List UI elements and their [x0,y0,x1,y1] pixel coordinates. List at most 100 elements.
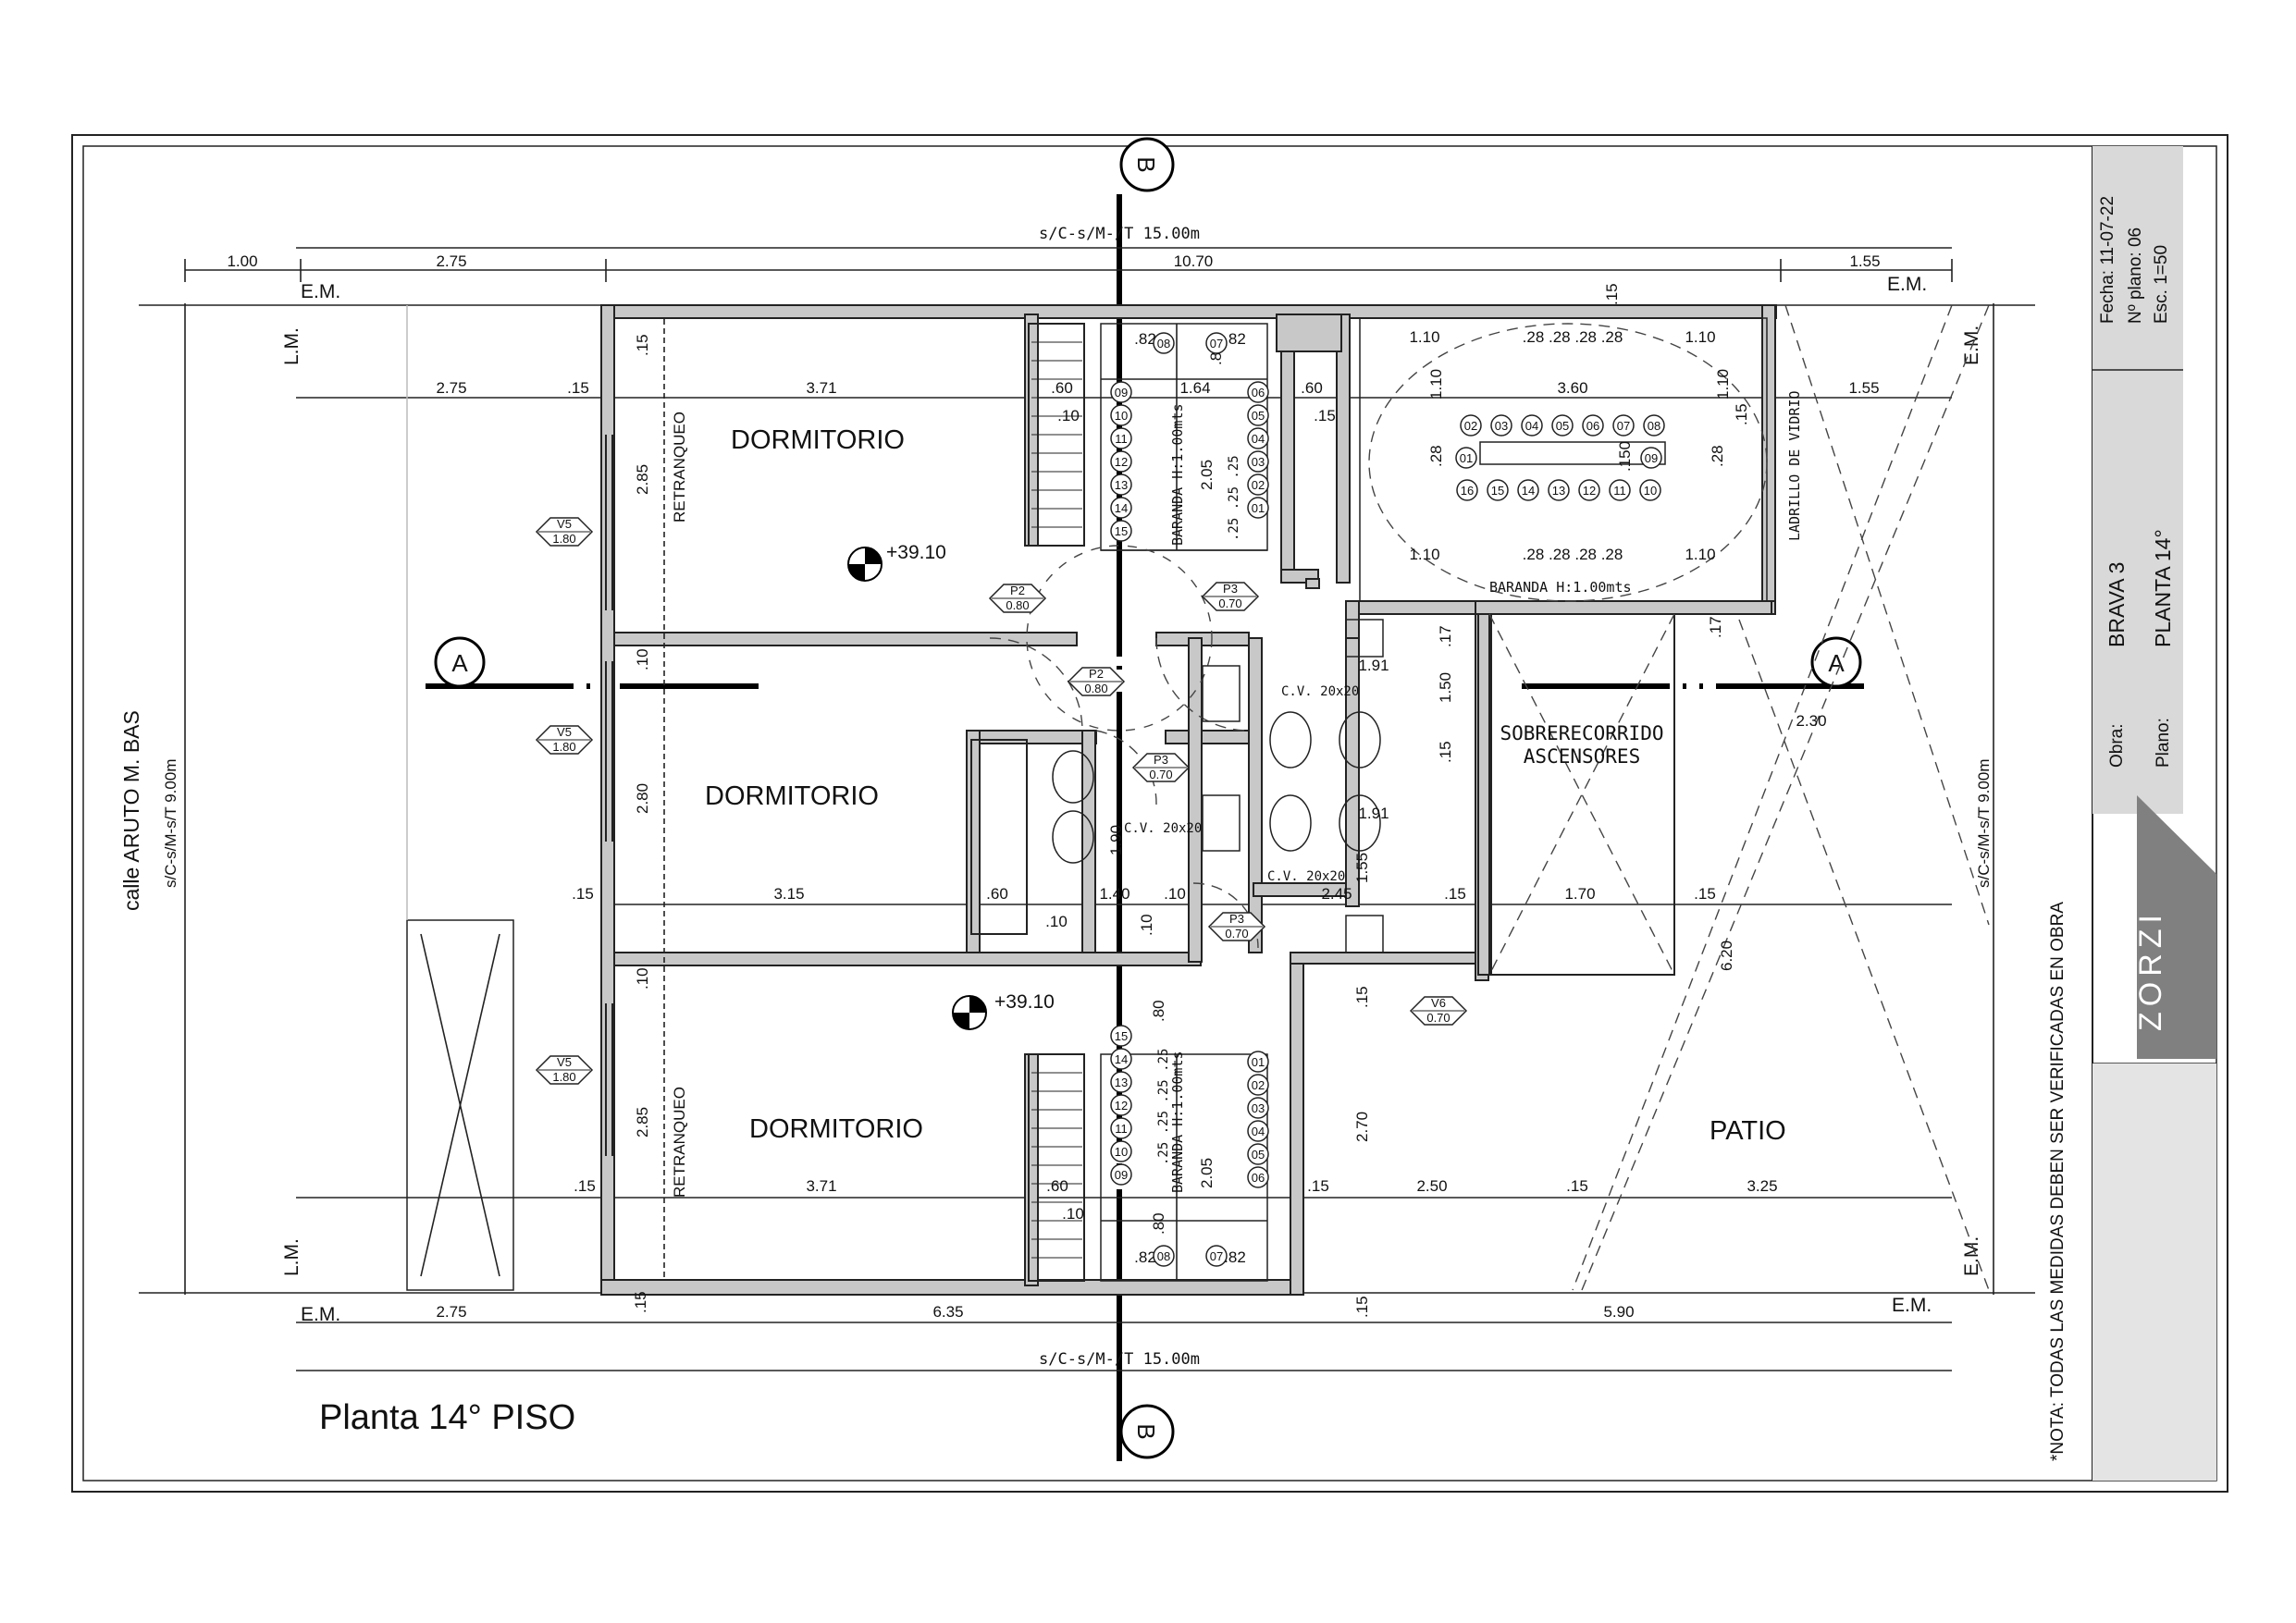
dim-mid-010: .10 [1164,885,1186,903]
patio-dashed-cross [1572,304,1990,1291]
step-upper-top: 07 [1205,332,1228,354]
em-bottom-right: E.M. [1892,1295,1932,1316]
step-ne-bottom: 10 [1639,479,1661,501]
step-upper-left: 11 [1110,427,1132,449]
tag-v5-b-bot: 1.80 [552,740,575,754]
dim-v-010b: .10 [634,967,651,990]
tag-p3-a: P3 0.70 [1201,582,1260,611]
step-upper-right: 02 [1247,473,1269,496]
tag-v5-a-top: V5 [557,517,572,531]
svg-text:02: 02 [1252,478,1265,492]
dim-row-015: .15 [567,379,589,397]
svg-text:04: 04 [1525,419,1538,433]
svg-text:10: 10 [1115,1145,1128,1159]
dim-st-082a: .82 [1134,330,1156,348]
dim-bath-150: 1.50 [1437,672,1454,703]
dim-bot-635: 6.35 [932,1303,963,1321]
svg-text:03: 03 [1252,1101,1265,1115]
dim-mid-010c: .10 [1138,914,1155,936]
svg-text:09: 09 [1115,1168,1128,1182]
dim-v-285a: 2.85 [634,464,651,495]
axis-b-marker-top: B [1119,137,1175,192]
dim-ne-110c: 1.10 [1409,546,1439,563]
facade-windows [605,319,665,1281]
svg-text:07: 07 [1210,1249,1223,1263]
dim-st-205a: 2.05 [1198,460,1216,490]
elevator-shaft [1488,613,1675,976]
dim-ne-150: .150 [1616,441,1634,472]
cv-label-3: C.V. 20x20 [1267,869,1345,884]
dim-mid-245: 2.45 [1321,885,1352,903]
dim-bot-015: .15 [632,1291,649,1313]
tag-p2-a-bot: 0.80 [1006,598,1029,612]
dim-bath-191: 1.91 [1358,657,1389,674]
step-lower-left: 09 [1110,1163,1132,1186]
room-dormitorio-1: DORMITORIO [731,425,905,455]
step-lower-left: 12 [1110,1094,1132,1116]
step-lower-right: 05 [1247,1143,1269,1165]
titleblock-escala: Esc. 1=50 [2152,245,2171,324]
tag-p2-b-bot: 0.80 [1084,682,1107,695]
dim-mid-010b: .10 [1045,913,1068,930]
dim-ne-028: .28 .28 .28 .28 [1523,328,1623,346]
svg-text:13: 13 [1115,478,1128,492]
svg-text:01: 01 [1252,1055,1265,1069]
dim-r1-015: .15 [1314,407,1336,424]
axis-a-label-left: A [451,649,468,677]
dim-low-010: .10 [1062,1205,1084,1223]
svg-text:04: 04 [1252,432,1265,446]
step-upper-left: 13 [1110,473,1132,496]
step-upper-right: 05 [1247,404,1269,426]
tag-p2-b: P2 0.80 [1067,667,1126,696]
tag-v5-b: V5 1.80 [535,725,594,755]
dim-top-275: 2.75 [436,252,466,270]
step-ne-top: 06 [1582,414,1604,436]
svg-text:07: 07 [1617,419,1630,433]
dim-low-015c: .15 [1566,1177,1588,1195]
svg-text:14: 14 [1115,1052,1128,1066]
svg-text:13: 13 [1115,1076,1128,1089]
dim-ne-110a: 1.10 [1409,328,1439,346]
step-upper-left: 15 [1110,520,1132,542]
dim-patio-230: 2.30 [1796,712,1826,730]
stair-northeast [1359,317,1768,602]
dim-bot-275: 2.75 [436,1303,466,1321]
room-sobrerecorrido: SOBRERECORRIDO [1500,722,1663,744]
dim-st-082b: .82 [1224,330,1246,348]
dim-bot-015b: .15 [1353,1296,1371,1318]
dim-v-010a: .10 [634,648,651,670]
step-lower-bottom: 08 [1153,1245,1175,1267]
step-upper-left: 10 [1110,404,1132,426]
svg-text:05: 05 [1252,409,1265,423]
dim-patio-270: 2.70 [1353,1112,1371,1142]
em-right-bottom: E.M. [1961,1236,1982,1276]
top-dimension-chain [139,247,2035,1371]
step-ne-top: 03 [1490,414,1512,436]
step-ne-top: 02 [1460,414,1482,436]
dim-ne-028c: .28 [1427,445,1445,467]
note-verify-measures: *NOTA: TODAS LAS MEDIDAS DEBEN SER VERIF… [2048,902,2068,1461]
dim-mid-015c: .15 [1694,885,1716,903]
dim-v-285b: 2.85 [634,1107,651,1137]
dim-stair-025: .25 .25 .25 [1227,455,1241,541]
dim-mid-170: 1.70 [1564,885,1595,903]
tag-v5-c-bot: 1.80 [552,1070,575,1084]
svg-text:15: 15 [1115,524,1128,538]
tag-v6-bot: 0.70 [1426,1011,1450,1025]
em-top-left: E.M. [301,281,340,302]
tag-p2-a-top: P2 [1010,584,1025,597]
svg-text:12: 12 [1115,1099,1128,1113]
dim-ne-015: .15 [1603,283,1621,305]
dim-patio-015: .15 [1353,986,1371,1008]
ladrillo-label: LADRILLO DE VIDRIO [1786,390,1803,541]
step-lower-left: 14 [1110,1048,1132,1070]
svg-text:11: 11 [1613,484,1626,498]
retranqueo-label-2: RETRANQUEO [671,1087,688,1198]
lm-bottom-left: L.M. [281,1238,302,1276]
tag-v5-c-top: V5 [557,1055,572,1069]
tag-p3-b: P3 0.70 [1131,753,1191,782]
svg-text:08: 08 [1648,419,1660,433]
tag-p3-c: P3 0.70 [1207,912,1266,941]
em-bottom-left: E.M. [301,1304,340,1325]
svg-text:03: 03 [1495,419,1508,433]
